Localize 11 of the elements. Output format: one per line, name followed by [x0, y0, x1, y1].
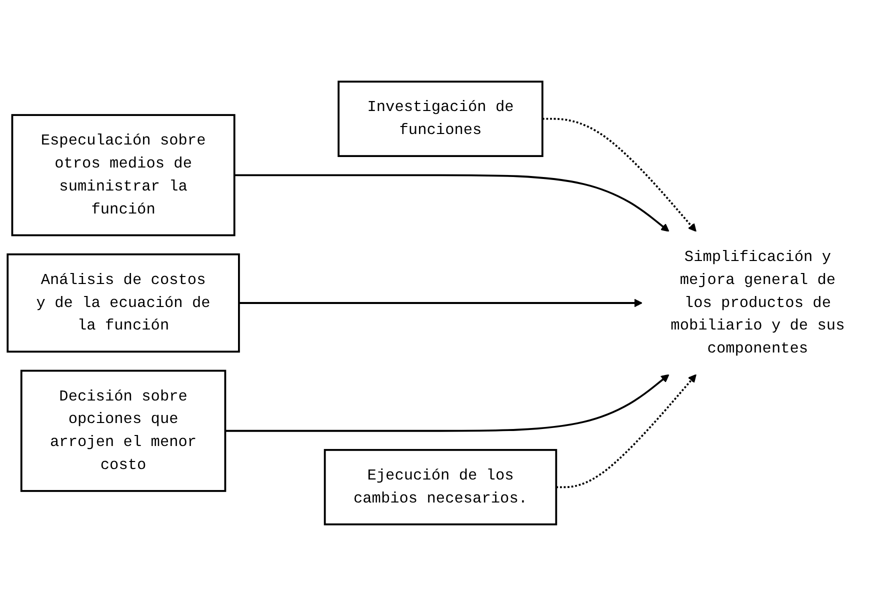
node-box: Ejecución de los cambios necesarios. [324, 448, 558, 525]
node-box: Decisión sobre opciones que arrojen el menor costo [20, 369, 226, 492]
arrow [542, 117, 696, 232]
node-text: Simplificación y mejora general de los productos de mobiliario y de sus componentes [670, 248, 845, 357]
node-box: Investigación de funciones [338, 80, 544, 157]
node-box: Análisis de costos y de la ecuación de la función [6, 252, 240, 352]
arrow [238, 298, 642, 307]
arrow [556, 374, 696, 488]
arrow [225, 374, 670, 432]
node-box: Especulación sobre otros medios de suministrar la función [11, 114, 236, 236]
arrow [234, 174, 670, 232]
